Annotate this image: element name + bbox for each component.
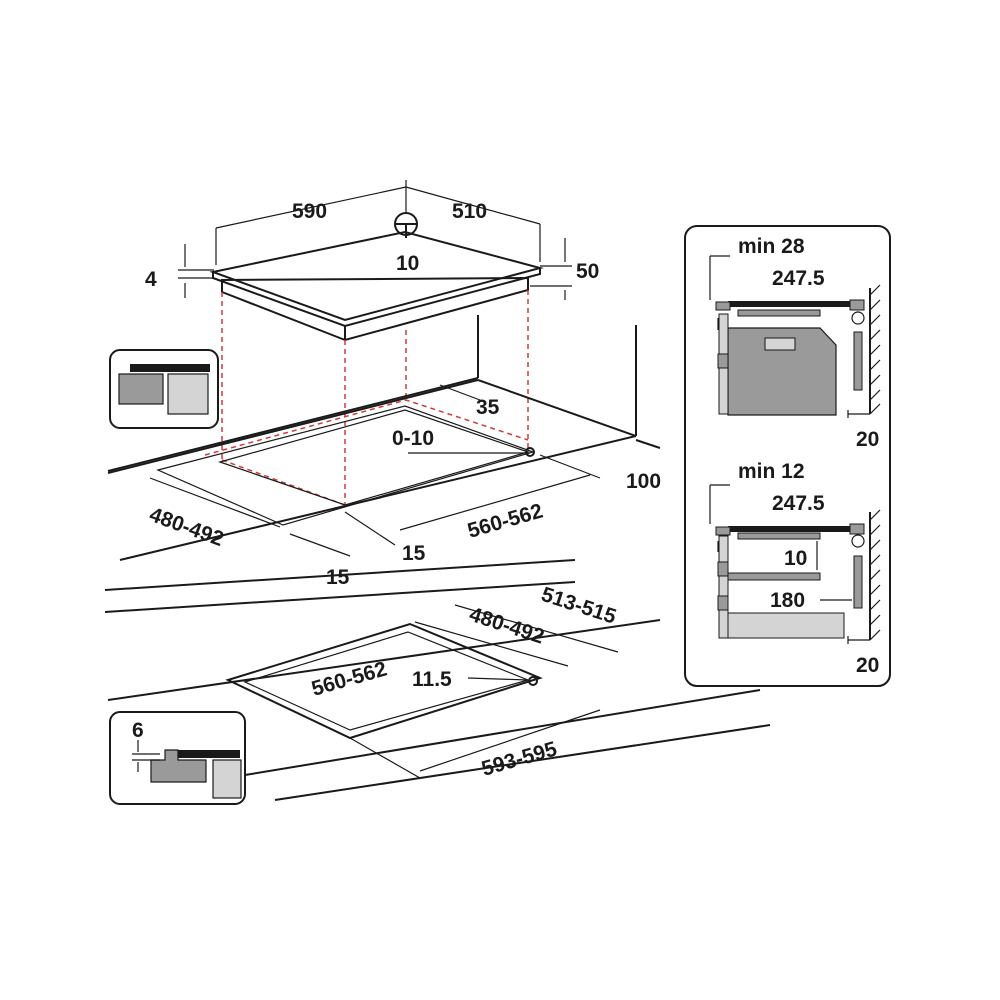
- total-height-label: 50: [576, 260, 599, 283]
- drawer-gap-label: 180: [770, 589, 805, 612]
- oven-min-gap-label: min 28: [738, 235, 805, 258]
- outer-width-label: 593-595: [479, 737, 560, 780]
- hob-width-label: 590: [292, 200, 327, 223]
- drawer-body: [727, 612, 845, 639]
- side-margin-a-label: 15: [402, 542, 426, 565]
- separator-panel: [727, 572, 821, 581]
- drawer-min-gap-label: min 12: [738, 460, 805, 483]
- recess-outer: [225, 622, 543, 740]
- drawer-panel-gap-label: 10: [784, 547, 807, 570]
- recess-height-label: 6: [132, 719, 144, 742]
- install-over-drawer: [709, 484, 881, 644]
- inner-width-label: 560-562: [309, 657, 389, 700]
- oven-rear-distance-label: 247.5: [772, 267, 825, 290]
- flush-mount-inset: [109, 349, 219, 429]
- recessed-dimensions: [349, 604, 619, 779]
- worktop-flush: [104, 315, 661, 613]
- wall-hatch-icon: [869, 509, 881, 641]
- side-margin-b-label: 15: [326, 566, 350, 589]
- outer-depth-label: 513-515: [538, 583, 619, 629]
- wall-hatch-icon: [869, 284, 881, 415]
- recess-inner: [243, 631, 530, 731]
- rear-offset-label: 35: [476, 396, 500, 419]
- hob-body: [221, 276, 529, 342]
- drawer-wall-gap-label: 20: [856, 654, 879, 677]
- cut-width-label: 560-562: [465, 499, 545, 542]
- recess-offset-label: 11.5: [412, 668, 452, 691]
- drawer-rear-distance-label: 247.5: [772, 492, 825, 515]
- front-clearance-label: 100: [626, 470, 661, 493]
- glass-thickness-label: 4: [145, 268, 157, 291]
- hole-range-label: 0-10: [392, 427, 434, 450]
- flush-cutout-dimensions: [149, 384, 601, 557]
- vent-hole-label: 10: [396, 252, 419, 275]
- install-details-panel: min 28 247.5 20: [684, 225, 891, 687]
- hob-dimensions: [178, 180, 572, 300]
- oven-wall-gap-label: 20: [856, 428, 879, 451]
- install-over-oven: [709, 255, 881, 418]
- worktop-recessed: [107, 619, 771, 801]
- hob-depth-label: 510: [452, 200, 487, 223]
- recessed-mount-inset: [109, 711, 246, 805]
- hob-assembly: [209, 212, 544, 342]
- hob-glass-edge: [212, 268, 541, 328]
